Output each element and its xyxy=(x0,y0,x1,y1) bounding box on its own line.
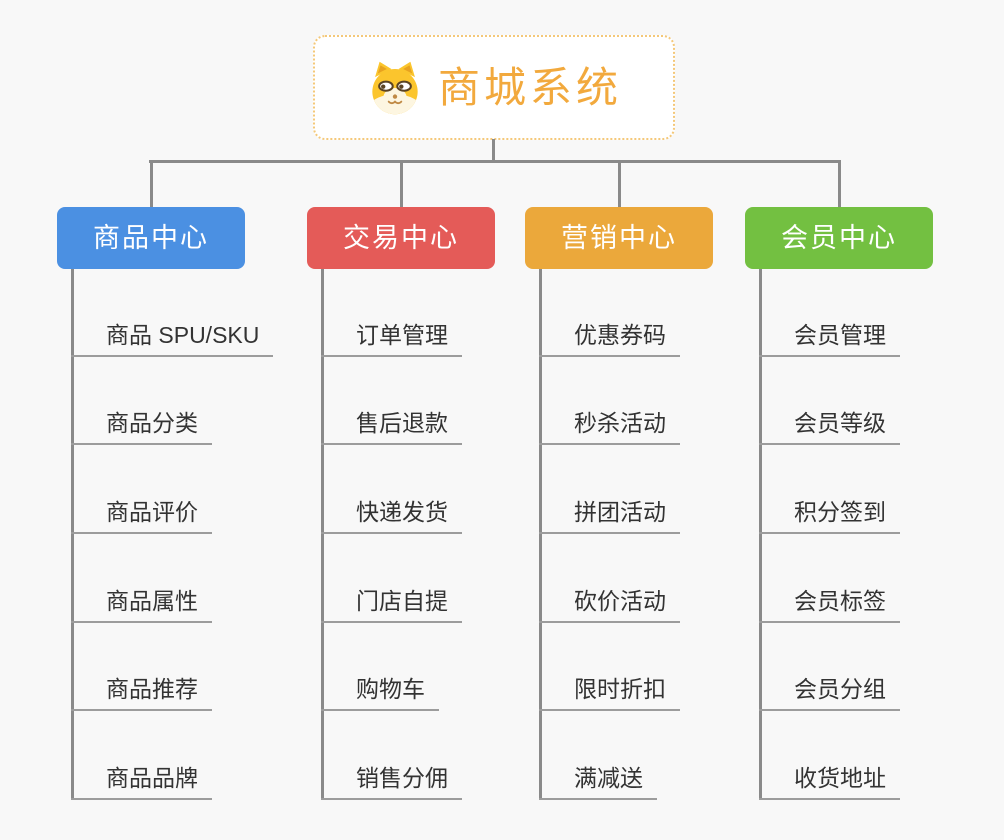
leaf-topic-label: 会员等级 xyxy=(794,410,886,436)
leaf-topic-label: 门店自提 xyxy=(356,588,448,614)
leaf-topic-label: 会员分组 xyxy=(794,676,886,702)
branch-topic-label: 商品中心 xyxy=(93,222,209,253)
leaf-topic[interactable]: 商品推荐 xyxy=(71,675,212,711)
leaf-topic[interactable]: 积分签到 xyxy=(759,498,900,534)
leaf-topic[interactable]: 会员标签 xyxy=(759,587,900,623)
branch-topic-1[interactable]: 商品中心 xyxy=(57,207,245,269)
leaf-topic-label: 优惠券码 xyxy=(574,322,666,348)
leaf-topic[interactable]: 会员分组 xyxy=(759,675,900,711)
branch-trunk-line xyxy=(321,269,324,800)
leaf-topic[interactable]: 限时折扣 xyxy=(539,675,680,711)
shiba-dog-icon xyxy=(372,61,418,114)
leaf-topic-label: 砍价活动 xyxy=(574,588,666,614)
leaf-topic-label: 会员管理 xyxy=(794,322,886,348)
leaf-topic-label: 商品属性 xyxy=(106,588,198,614)
leaf-topic-label: 秒杀活动 xyxy=(574,410,666,436)
leaf-topic[interactable]: 商品属性 xyxy=(71,587,212,623)
connector-horizontal-rail xyxy=(149,160,841,163)
leaf-topic-label: 限时折扣 xyxy=(574,676,666,702)
branch-topic-label: 交易中心 xyxy=(343,222,459,253)
leaf-topic[interactable]: 商品品牌 xyxy=(71,764,212,800)
leaf-topic-label: 商品评价 xyxy=(106,499,198,525)
leaf-topic-label: 商品推荐 xyxy=(106,676,198,702)
branch-trunk-line xyxy=(539,269,542,800)
root-topic-title: 商城系统 xyxy=(437,63,622,111)
leaf-topic-label: 积分签到 xyxy=(794,499,886,525)
branch-topic-label: 营销中心 xyxy=(561,222,677,253)
leaf-topic[interactable]: 优惠券码 xyxy=(539,321,680,357)
leaf-topic-label: 收货地址 xyxy=(794,765,886,791)
connector-branch-drop xyxy=(837,160,841,208)
branch-trunk-line xyxy=(71,269,74,800)
leaf-topic-label: 订单管理 xyxy=(356,322,448,348)
leaf-topic[interactable]: 会员等级 xyxy=(759,409,900,445)
leaf-topic[interactable]: 订单管理 xyxy=(321,321,462,357)
leaf-topic-label: 拼团活动 xyxy=(574,499,666,525)
branch-trunk-line xyxy=(759,269,762,800)
leaf-topic-label: 购物车 xyxy=(356,676,425,702)
branch-topic-label: 会员中心 xyxy=(781,222,897,253)
leaf-topic[interactable]: 收货地址 xyxy=(759,764,900,800)
connector-branch-drop xyxy=(399,160,403,208)
leaf-topic[interactable]: 商品分类 xyxy=(71,409,212,445)
leaf-topic-label: 销售分佣 xyxy=(356,765,448,791)
leaf-topic-label: 会员标签 xyxy=(794,588,886,614)
connector-branch-drop xyxy=(149,160,153,208)
leaf-topic-label: 商品分类 xyxy=(106,410,198,436)
leaf-topic[interactable]: 售后退款 xyxy=(321,409,462,445)
leaf-topic[interactable]: 满减送 xyxy=(539,764,657,800)
leaf-topic[interactable]: 快递发货 xyxy=(321,498,462,534)
leaf-topic-label: 商品 SPU/SKU xyxy=(106,322,260,348)
leaf-topic[interactable]: 拼团活动 xyxy=(539,498,680,534)
leaf-topic[interactable]: 商品评价 xyxy=(71,498,212,534)
leaf-topic-label: 商品品牌 xyxy=(106,765,198,791)
leaf-topic[interactable]: 商品 SPU/SKU xyxy=(71,321,274,357)
leaf-topic[interactable]: 会员管理 xyxy=(759,321,900,357)
branch-topic-2[interactable]: 交易中心 xyxy=(307,207,495,269)
leaf-topic[interactable]: 砍价活动 xyxy=(539,587,680,623)
leaf-topic[interactable]: 销售分佣 xyxy=(321,764,462,800)
leaf-topic[interactable]: 秒杀活动 xyxy=(539,409,680,445)
root-topic[interactable]: 商城系统 xyxy=(313,35,675,140)
leaf-topic-label: 快递发货 xyxy=(356,499,448,525)
leaf-topic[interactable]: 门店自提 xyxy=(321,587,462,623)
connector-branch-drop xyxy=(617,160,621,208)
leaf-topic-label: 满减送 xyxy=(574,765,643,791)
branch-topic-3[interactable]: 营销中心 xyxy=(525,207,713,269)
leaf-topic[interactable]: 购物车 xyxy=(321,675,439,711)
connector-root-stub xyxy=(492,139,495,163)
leaf-topic-label: 售后退款 xyxy=(356,410,448,436)
branch-topic-4[interactable]: 会员中心 xyxy=(745,207,933,269)
